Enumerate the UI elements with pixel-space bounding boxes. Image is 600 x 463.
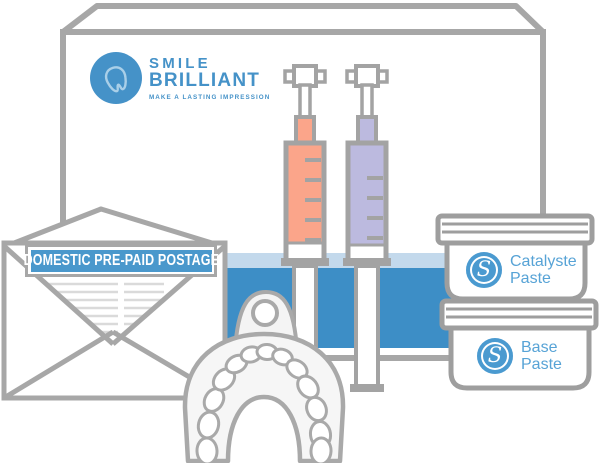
teeth-row (195, 342, 333, 463)
syringe-flange (343, 258, 391, 266)
brand-logo: SMILE BRILLIANT MAKE A LASTING IMPRESSIO… (90, 52, 270, 104)
postage-label: DOMESTIC PRE-PAID POSTAGE (23, 244, 219, 277)
envelope-side-flap (113, 246, 225, 398)
brand-line1: SMILE (149, 55, 211, 72)
tooth-icon (90, 52, 142, 104)
plunger-end (350, 384, 384, 392)
catalyste-paste-label: S Catalyste Paste (466, 252, 577, 288)
syringe-neck (360, 83, 374, 121)
envelope-bottom-flap (4, 352, 225, 398)
brand-wordmark: SMILE BRILLIANT MAKE A LASTING IMPRESSIO… (149, 52, 270, 104)
syringe-lavender (343, 64, 391, 392)
box-top-edge (61, 3, 546, 35)
barrel-ticks (367, 176, 383, 240)
container-name-line2: Paste (510, 270, 551, 287)
container-lid (435, 213, 595, 246)
syringe-barrel (345, 140, 389, 264)
tray-handle-hole (251, 299, 279, 327)
container-name-line1: Catalyste (510, 252, 577, 270)
s-monogram-icon: S (477, 338, 513, 374)
barrel-ticks (305, 158, 321, 242)
monogram-letter: S (476, 256, 492, 281)
base-paste-text: Base Paste (521, 339, 562, 374)
postage-label-core: DOMESTIC PRE-PAID POSTAGE (23, 249, 219, 272)
syringe-tip-cap (292, 64, 318, 88)
monogram-letter: S (487, 342, 503, 367)
s-monogram-icon: S (466, 252, 502, 288)
envelope-border (1, 240, 228, 401)
container-name-line1: Base (521, 338, 558, 356)
syringe-flange (281, 258, 329, 266)
syringe-tip-cap (354, 64, 380, 88)
syringe-orange (281, 64, 329, 390)
brand-tagline: MAKE A LASTING IMPRESSION (149, 93, 271, 101)
base-paste-label: S Base Paste (477, 338, 562, 374)
syringe-barrel-empty (288, 243, 322, 258)
tooth-glyph (104, 66, 127, 93)
brand-line2: BRILLIANT (149, 70, 261, 91)
plunger-rod (354, 264, 380, 388)
postage-label-border: DOMESTIC PRE-PAID POSTAGE (23, 247, 219, 274)
container-name-line2: Paste (521, 356, 562, 373)
envelope-side-flap (4, 246, 113, 398)
envelope-flap (4, 209, 225, 247)
syringe-neck (298, 83, 312, 121)
catalyste-paste-text: Catalyste Paste (510, 253, 577, 288)
syringe-barrel-empty (350, 245, 384, 258)
dental-tray (182, 289, 346, 463)
container-lid (439, 298, 599, 331)
postage-label-text: DOMESTIC PRE-PAID POSTAGE (23, 251, 219, 269)
